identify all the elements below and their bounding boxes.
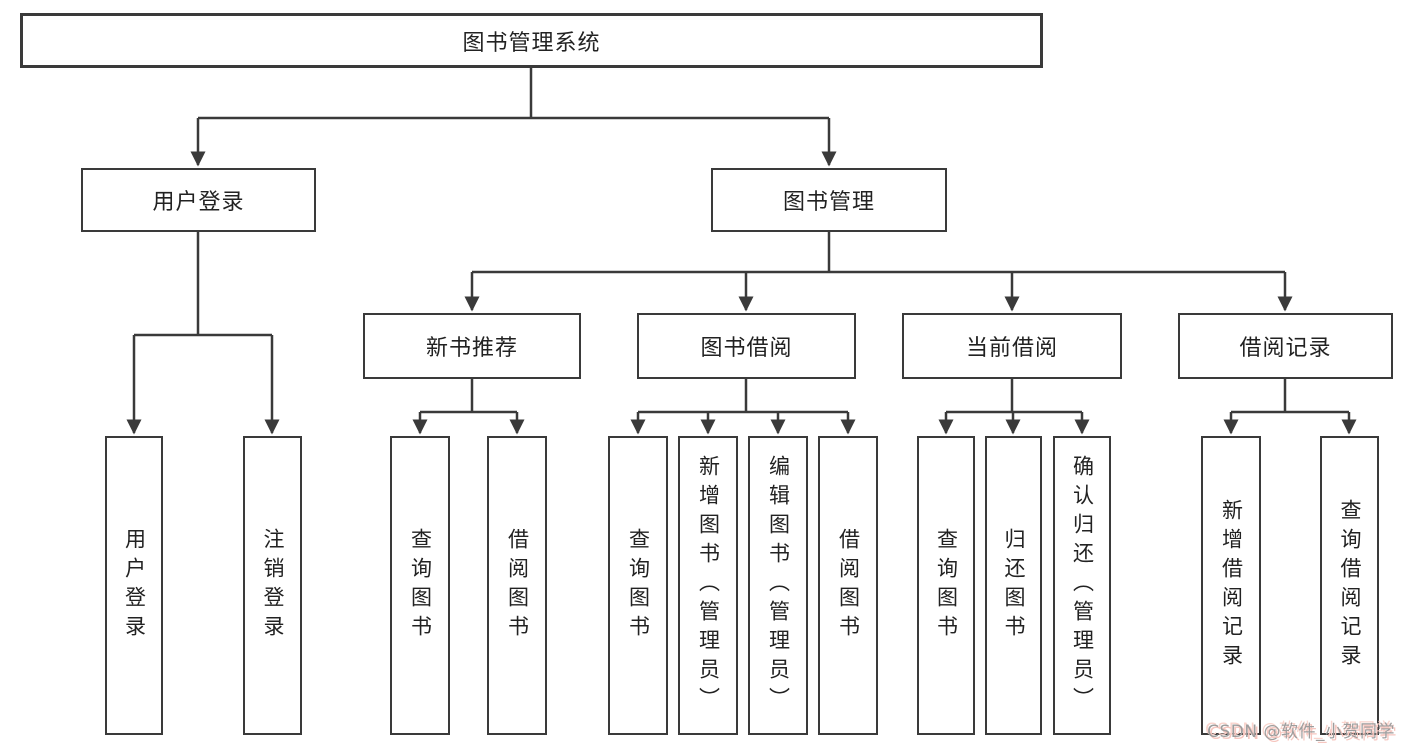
leaf-add-borrow-record-label: 新增借阅记录 — [1219, 498, 1244, 673]
edge-trunk-root — [198, 68, 829, 120]
leaf-logout-label: 注销登录 — [261, 527, 285, 644]
edge-trunk-new-book-recommend — [420, 379, 517, 414]
node-user-login: 用户登录 — [81, 168, 316, 232]
leaf-user-login: 用户登录 — [105, 436, 163, 735]
csdn-watermark: CSDN @软件_小贺同学 — [1207, 722, 1395, 742]
leaf-borrow-books-2-label: 借阅图书 — [836, 527, 861, 644]
leaf-query-books-3-label: 查询图书 — [934, 527, 959, 644]
edge-trunk-book-management — [472, 232, 1285, 274]
node-user-login-label: 用户登录 — [152, 190, 245, 215]
leaf-confirm-return-admin: 确认归还（管理员） — [1053, 436, 1111, 735]
leaf-return-book: 归还图书 — [985, 436, 1042, 735]
edge-trunk-borrowing-records — [1231, 379, 1349, 414]
edge-trunk-book-borrowing — [638, 379, 848, 414]
leaf-query-books-1: 查询图书 — [390, 436, 450, 735]
leaf-query-borrow-record: 查询借阅记录 — [1320, 436, 1379, 735]
leaf-user-login-label: 用户登录 — [122, 527, 147, 644]
node-book-borrowing-label: 图书借阅 — [700, 336, 793, 361]
leaf-query-books-2: 查询图书 — [608, 436, 668, 735]
leaf-query-borrow-record-label: 查询借阅记录 — [1338, 498, 1362, 673]
leaf-edit-book-admin-label: 编辑图书（管理员） — [766, 455, 791, 716]
node-borrowing-records-label: 借阅记录 — [1239, 336, 1332, 361]
node-library-system-label: 图书管理系统 — [462, 30, 601, 56]
leaf-confirm-return-admin-label: 确认归还（管理员） — [1070, 455, 1095, 716]
leaf-query-books-3: 查询图书 — [917, 436, 975, 735]
leaf-return-book-label: 归还图书 — [1002, 527, 1026, 644]
node-book-borrowing: 图书借阅 — [637, 313, 856, 379]
node-borrowing-records: 借阅记录 — [1178, 313, 1393, 379]
leaf-edit-book-admin: 编辑图书（管理员） — [748, 436, 808, 735]
leaf-query-books-1-label: 查询图书 — [408, 527, 433, 644]
leaf-add-book-admin-label: 新增图书（管理员） — [696, 455, 721, 716]
leaf-borrow-books-1: 借阅图书 — [487, 436, 547, 735]
node-new-book-recommend: 新书推荐 — [363, 313, 581, 379]
node-book-management: 图书管理 — [711, 168, 947, 232]
leaf-add-book-admin: 新增图书（管理员） — [678, 436, 738, 735]
node-current-borrowing-label: 当前借阅 — [965, 336, 1058, 361]
node-book-management-label: 图书管理 — [782, 190, 875, 215]
edge-trunk-user-login — [134, 232, 272, 337]
leaf-logout: 注销登录 — [243, 436, 302, 735]
node-library-system: 图书管理系统 — [20, 13, 1043, 68]
edge-trunk-current-borrowing — [946, 379, 1082, 414]
leaf-add-borrow-record: 新增借阅记录 — [1201, 436, 1261, 735]
node-new-book-recommend-label: 新书推荐 — [425, 336, 518, 361]
leaf-query-books-2-label: 查询图书 — [626, 527, 651, 644]
leaf-borrow-books-2: 借阅图书 — [818, 436, 878, 735]
node-current-borrowing: 当前借阅 — [902, 313, 1122, 379]
leaf-borrow-books-1-label: 借阅图书 — [505, 527, 530, 644]
